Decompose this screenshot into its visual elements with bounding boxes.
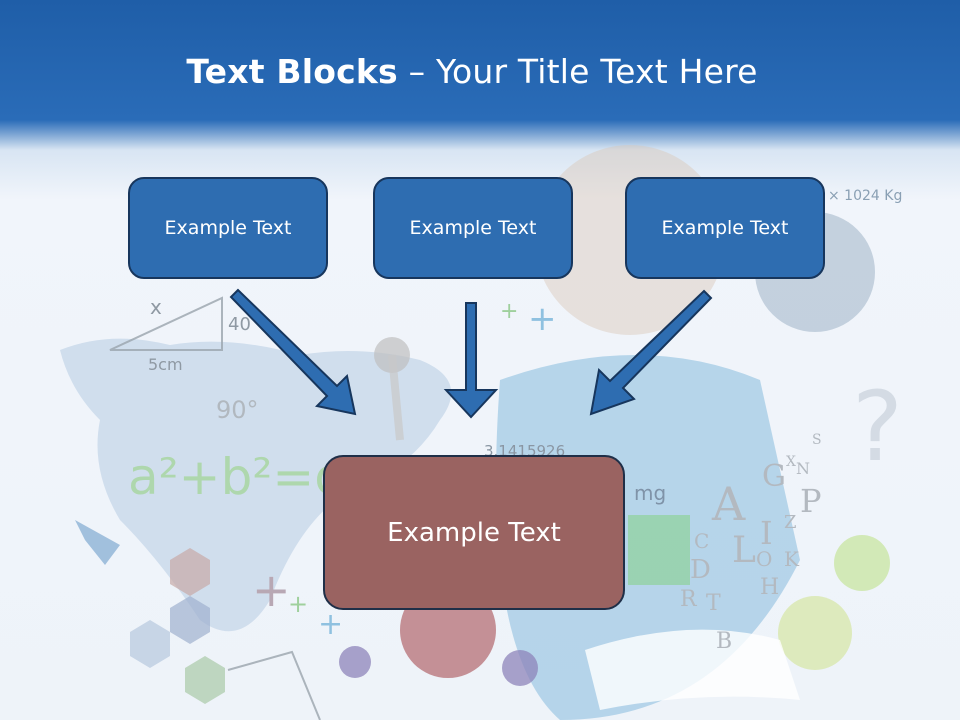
letter: B xyxy=(716,629,732,654)
svg-text:+: + xyxy=(318,607,343,642)
letter: H xyxy=(760,575,779,600)
svg-text:+: + xyxy=(288,590,308,618)
letter: R xyxy=(680,587,698,612)
text-block-center[interactable]: Example Text xyxy=(373,177,573,279)
svg-text:+: + xyxy=(500,299,518,324)
title-dash: – xyxy=(397,52,436,91)
letter-cloud: A G L D P I T H B K Z R O C N X S xyxy=(680,432,822,654)
letter: N xyxy=(796,459,810,478)
text-block-main[interactable]: Example Text xyxy=(323,455,625,610)
letter: C xyxy=(694,529,709,553)
svg-text:?: ? xyxy=(852,371,903,483)
letter: P xyxy=(800,482,822,520)
letter: D xyxy=(690,555,711,585)
weight-text: × 1024 Kg xyxy=(828,188,902,204)
letter: L xyxy=(732,530,756,571)
slide-title: Text Blocks – Your Title Text Here xyxy=(0,52,944,91)
text-block-right[interactable]: Example Text xyxy=(625,177,825,279)
title-bold: Text Blocks xyxy=(186,52,398,91)
letter: O xyxy=(756,547,772,571)
letter: A xyxy=(711,477,746,531)
letter: X xyxy=(786,454,796,470)
angle-text: 90° xyxy=(216,396,259,424)
letter: K xyxy=(784,547,800,571)
title-rest: Your Title Text Here xyxy=(435,52,758,91)
letter: Z xyxy=(784,512,797,533)
svg-text:+: + xyxy=(528,299,557,339)
svg-text:+: + xyxy=(252,563,291,617)
length-text: 5cm xyxy=(148,355,183,374)
letter: I xyxy=(760,514,773,552)
text-block-left[interactable]: Example Text xyxy=(128,177,328,279)
letter: T xyxy=(706,591,721,616)
unit-text: mg xyxy=(634,481,666,505)
formula-text: a²+b²=c² xyxy=(128,448,362,506)
side-text: 40 xyxy=(228,314,251,335)
letter: S xyxy=(812,432,822,448)
letter: G xyxy=(762,459,786,494)
var-text: x xyxy=(150,295,162,319)
